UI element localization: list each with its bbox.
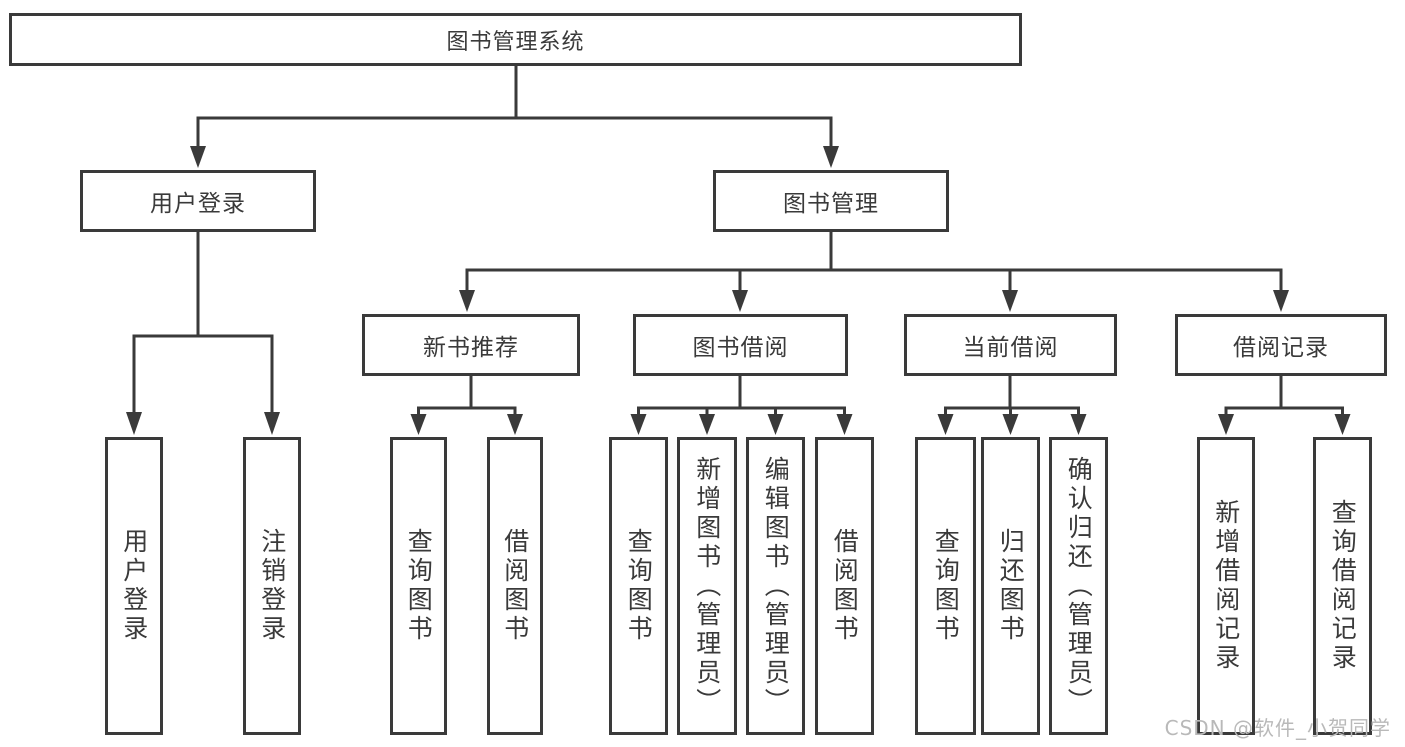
node-return-books: 归还图书 (981, 437, 1040, 735)
arrowhead (823, 146, 839, 168)
csdn-watermark: CSDN @软件_小贺同学 (1164, 716, 1391, 740)
arrowhead (1334, 414, 1351, 435)
node-label: 用户登录 (119, 528, 149, 644)
node-book-management: 图书管理 (713, 170, 949, 232)
node-query-borrow-record: 查询借阅记录 (1313, 437, 1372, 735)
node-label: 新增图书（管理员） (692, 455, 722, 717)
node-label: 图书管理 (783, 191, 879, 217)
node-label: 当前借阅 (962, 335, 1059, 361)
node-label: 图书借阅 (692, 335, 789, 361)
arrowhead (1002, 290, 1018, 312)
node-borrow-books-borrowing: 借阅图书 (815, 437, 874, 735)
node-book-management-system: 图书管理系统 (9, 13, 1022, 66)
node-new-book-recommendation: 新书推荐 (362, 314, 580, 376)
node-current-borrowing: 当前借阅 (904, 314, 1117, 376)
node-query-books-borrowing: 查询图书 (609, 437, 668, 735)
node-label: 确认归还（管理员） (1064, 455, 1094, 717)
edge-root-to-level2 (190, 66, 839, 168)
node-label: 用户登录 (150, 191, 246, 217)
arrowhead (937, 414, 954, 435)
node-label: 查询图书 (624, 528, 654, 644)
node-borrow-books-recommend: 借阅图书 (487, 437, 543, 735)
node-add-book-admin: 新增图书（管理员） (677, 437, 737, 735)
node-label: 借阅图书 (830, 528, 860, 644)
arrowhead (732, 290, 748, 312)
arrowhead (767, 414, 784, 435)
arrowhead (459, 290, 475, 312)
node-user-login: 用户登录 (80, 170, 316, 232)
edge-book-borrowing-children (630, 376, 853, 435)
arrowhead (410, 414, 427, 435)
node-borrowing-records: 借阅记录 (1175, 314, 1387, 376)
node-label: 注销登录 (257, 528, 287, 644)
edge-current-borrowing-children (937, 376, 1087, 435)
node-logout: 注销登录 (243, 437, 301, 735)
arrowhead (264, 412, 280, 435)
arrowhead (1002, 414, 1019, 435)
arrowhead (1273, 290, 1289, 312)
node-label: 借阅记录 (1233, 335, 1329, 361)
node-query-books-recommend: 查询图书 (390, 437, 447, 735)
node-label: 新书推荐 (423, 335, 519, 361)
edge-borrowing-records-children (1218, 376, 1351, 435)
node-label: 归还图书 (996, 528, 1026, 644)
node-query-books-current: 查询图书 (915, 437, 976, 735)
node-label: 查询借阅记录 (1328, 499, 1358, 673)
arrowhead (1218, 414, 1234, 435)
arrowhead (1070, 414, 1087, 435)
edge-user-login-children (126, 232, 280, 435)
node-edit-book-admin: 编辑图书（管理员） (746, 437, 805, 735)
node-label: 借阅图书 (500, 528, 530, 644)
node-confirm-return-admin: 确认归还（管理员） (1049, 437, 1108, 735)
node-label: 查询图书 (404, 528, 434, 644)
node-label: 编辑图书（管理员） (761, 455, 791, 717)
node-add-borrow-record: 新增借阅记录 (1197, 437, 1255, 735)
arrowhead (190, 146, 206, 168)
arrowhead (836, 414, 853, 435)
edge-book-management-to-level3 (459, 232, 1289, 312)
arrowhead (699, 414, 715, 435)
arrowhead (630, 414, 647, 435)
edge-new-book-recommendation-children (410, 376, 523, 435)
arrowhead (507, 414, 523, 435)
node-label: 新增借阅记录 (1211, 499, 1241, 673)
node-book-borrowing: 图书借阅 (633, 314, 848, 376)
node-user-login-leaf: 用户登录 (105, 437, 163, 735)
node-label: 图书管理系统 (446, 29, 585, 55)
arrowhead (126, 412, 142, 435)
node-label: 查询图书 (931, 528, 961, 644)
